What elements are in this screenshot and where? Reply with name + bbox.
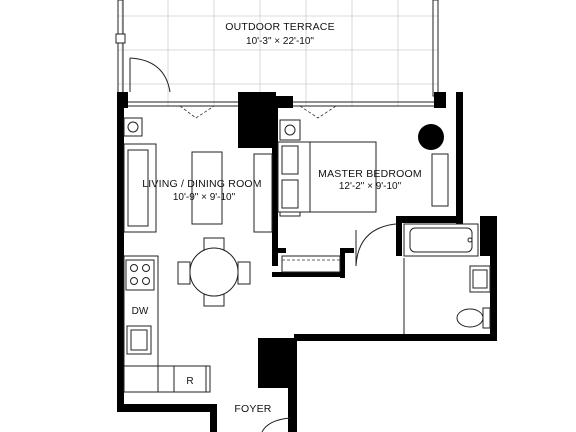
bedroom-name: MASTER BEDROOM [318, 168, 422, 180]
dining-chair [237, 261, 251, 285]
kitchen: DW R [123, 255, 211, 393]
sliding-door-marker [299, 105, 337, 119]
refrigerator-label: R [186, 376, 193, 387]
drain-icon [467, 237, 473, 243]
pillow [281, 179, 299, 209]
terrace-door-swing [129, 57, 171, 93]
terrace-name: OUTDOOR TERRACE [225, 21, 335, 33]
lamp-icon [127, 121, 139, 133]
bedroom-door-swing [355, 223, 397, 267]
toilet-tank [482, 307, 491, 329]
walls [117, 92, 497, 432]
window-wall [128, 101, 434, 119]
living-room-dimensions: 10'-9" × 9'-10" [173, 192, 236, 203]
foyer-door-swing [261, 417, 291, 432]
bedroom-dimensions: 12'-2" × 9'-10" [339, 181, 402, 192]
coffee-table [191, 151, 223, 225]
dining-table [189, 247, 239, 297]
terrace-railing-right [432, 0, 439, 97]
dining-chair [177, 261, 191, 285]
living-room-furniture: LIVING / DINING ROOM 10'-9" × 9'-10" [123, 117, 273, 307]
media-console [253, 153, 273, 233]
toilet [456, 308, 484, 328]
cooktop [125, 259, 155, 291]
dishwasher-label: DW [132, 306, 149, 317]
column-icon [418, 124, 444, 150]
bathroom [403, 223, 491, 329]
master-bedroom: MASTER BEDROOM 12'-2" × 9'-10" [277, 119, 449, 273]
sliding-door-marker [179, 105, 215, 119]
lamp-icon [284, 124, 296, 136]
foyer-name: FOYER [234, 403, 271, 415]
outdoor-terrace: OUTDOOR TERRACE 10'-3" × 22'-10" [115, 0, 439, 107]
refrigerator [173, 365, 207, 393]
closet [281, 255, 341, 273]
dresser [431, 153, 449, 207]
terrace-paving-grid [118, 0, 438, 106]
terrace-dimensions: 10'-3" × 22'-10" [246, 36, 314, 47]
pillow [281, 145, 299, 175]
living-room-name: LIVING / DINING ROOM [142, 178, 262, 190]
terrace-post-icon [115, 33, 126, 44]
